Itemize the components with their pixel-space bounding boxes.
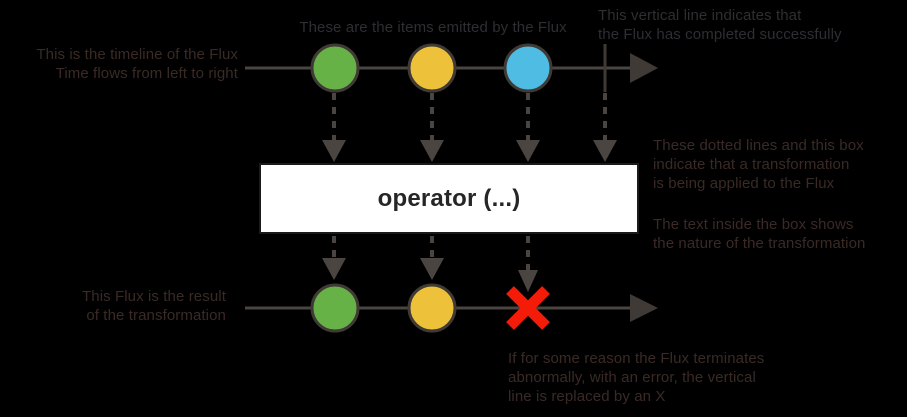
operator-box-label: operator (...) — [377, 184, 521, 212]
transform-arrow-in-4 — [593, 93, 617, 162]
annotation-transformation: These dotted lines and this box indicate… — [653, 137, 864, 192]
source-marble-blue — [503, 43, 553, 93]
result-timeline-arrowhead — [630, 294, 658, 322]
annotation-box-text-note: The text inside the box shows the nature… — [653, 216, 866, 252]
annotation-items-top: These are the items emitted by the Flux — [299, 19, 567, 36]
transform-arrow-out-3 — [518, 236, 538, 292]
annotation-completion-line: This vertical line indicates that the Fl… — [598, 7, 842, 43]
transform-arrow-in-1 — [322, 93, 346, 162]
annotation-result-left: This Flux is the result of the transform… — [81, 288, 226, 324]
result-flux-timeline — [245, 283, 658, 333]
source-flux-timeline — [245, 43, 658, 93]
operator-box: operator (...) — [259, 163, 639, 234]
source-timeline-arrowhead — [630, 53, 658, 83]
source-marble-green — [310, 43, 360, 93]
transform-arrows-out — [322, 236, 538, 292]
transform-arrow-out-1 — [322, 236, 346, 280]
annotation-error-note: If for some reason the Flux terminates a… — [508, 350, 765, 405]
annotation-timeline-left: This is the timeline of the Flux Time fl… — [36, 46, 238, 82]
result-marble-green — [310, 283, 360, 333]
transform-arrows-in — [322, 93, 617, 162]
result-marble-yellow — [407, 283, 457, 333]
error-x-icon — [506, 286, 550, 330]
transform-arrow-in-3 — [516, 93, 540, 162]
transform-arrow-in-2 — [420, 93, 444, 162]
transform-arrow-out-2 — [420, 236, 444, 280]
source-marble-yellow — [407, 43, 457, 93]
